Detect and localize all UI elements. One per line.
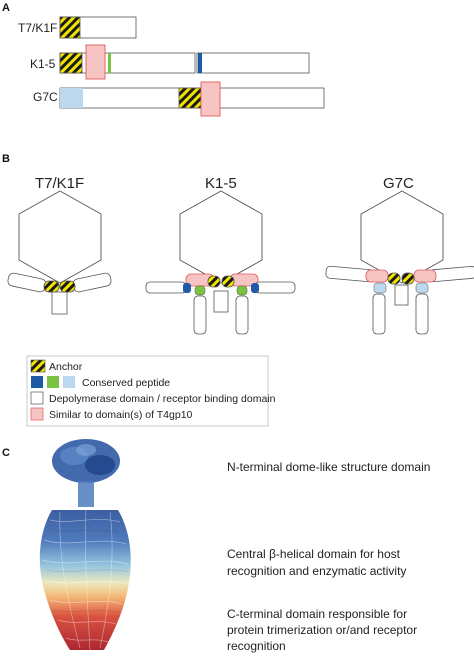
phage-k15: K1-5	[145, 175, 296, 335]
g7c-conserved-light-block	[60, 88, 83, 108]
capsid-hexagon	[18, 190, 102, 284]
domain-c-terminal-line-1: C-terminal domain responsible for	[227, 607, 407, 621]
legend-depolymerase-swatch	[30, 391, 44, 405]
k15-t4gp10-similar-block	[85, 44, 106, 80]
k15-conserved-green-mark	[108, 53, 111, 73]
phage-t7k1f: T7/K1F	[7, 175, 112, 315]
legend-similar-swatch	[30, 407, 44, 421]
legend: Anchor Conserved peptide Depolymerase do…	[26, 355, 276, 427]
capsid-hexagon	[179, 190, 263, 284]
legend-blue-dark-swatch	[31, 376, 43, 388]
conserved-blue-light	[415, 282, 429, 294]
legend-blue-light-swatch	[63, 376, 75, 388]
conserved-blue-light	[373, 282, 387, 294]
tail-fiber-vertical	[235, 295, 249, 335]
domain-central-line-1: Central β-helical domain for host	[227, 547, 401, 561]
anchor-block	[221, 275, 235, 288]
anchor-block	[401, 272, 415, 285]
capsid-hexagon	[360, 190, 444, 284]
conserved-green	[236, 285, 248, 296]
panel-c-letter: C	[2, 447, 10, 459]
legend-green-swatch	[47, 376, 59, 388]
conserved-green	[194, 285, 206, 296]
phage-title-g7c: G7C	[383, 175, 414, 192]
legend-conserved-label: Conserved peptide	[82, 377, 170, 389]
domain-c-terminal-line-3: recognition	[227, 639, 286, 653]
pink-anchor-segment	[413, 269, 437, 283]
legend-similar-label: Similar to domain(s) of T4gp10	[49, 409, 193, 421]
anchor-block	[387, 272, 401, 285]
row-label-t7k1f: T7/K1F	[18, 21, 57, 35]
k15-anchor-block	[59, 52, 83, 74]
anchor-block	[43, 280, 60, 293]
tail-fiber-horizontal	[145, 281, 187, 294]
phage-g7c: G7C	[325, 175, 474, 335]
domain-c-terminal-line-2: protein trimerization or/and receptor	[227, 623, 417, 637]
pink-anchor-segment	[365, 269, 389, 283]
legend-anchor-label: Anchor	[49, 361, 83, 373]
protein-structure-image	[39, 439, 131, 651]
conserved-blue-dark	[251, 283, 259, 293]
panel-b-letter: B	[2, 153, 10, 165]
g7c-t4gp10-similar-block	[200, 81, 221, 117]
legend-box	[26, 355, 269, 427]
tail-fiber-horizontal	[254, 281, 296, 294]
panel-a-letter: A	[2, 2, 10, 14]
tail-tube	[394, 284, 409, 306]
anchor-block	[59, 280, 76, 293]
g7c-anchor-block	[178, 87, 202, 109]
tail-fiber	[7, 272, 47, 293]
tail-fiber-vertical	[415, 293, 429, 335]
row-label-g7c: G7C	[33, 90, 58, 104]
tail-fiber	[72, 272, 112, 293]
anchor-block	[207, 275, 221, 288]
conserved-blue-dark	[183, 283, 191, 293]
tail-fiber-vertical	[372, 293, 386, 335]
tail-fiber-vertical	[193, 295, 207, 335]
phage-title-t7k1f: T7/K1F	[35, 175, 84, 192]
tail-tube	[51, 291, 68, 315]
tail-tube	[213, 290, 229, 313]
k15-protein-bar-2	[196, 52, 310, 74]
phage-title-k15: K1-5	[205, 175, 237, 192]
legend-depolymerase-label: Depolymerase domain / receptor binding d…	[49, 393, 276, 405]
domain-central-line-2: recognition and enzymatic activity	[227, 564, 406, 578]
t7k1f-anchor-block	[59, 16, 81, 39]
k15-conserved-blue-mark	[198, 53, 202, 73]
domain-n-terminal-line-1: N-terminal dome-like structure domain	[227, 460, 430, 474]
legend-anchor-swatch	[30, 359, 46, 373]
row-label-k15: K1-5	[30, 57, 56, 71]
